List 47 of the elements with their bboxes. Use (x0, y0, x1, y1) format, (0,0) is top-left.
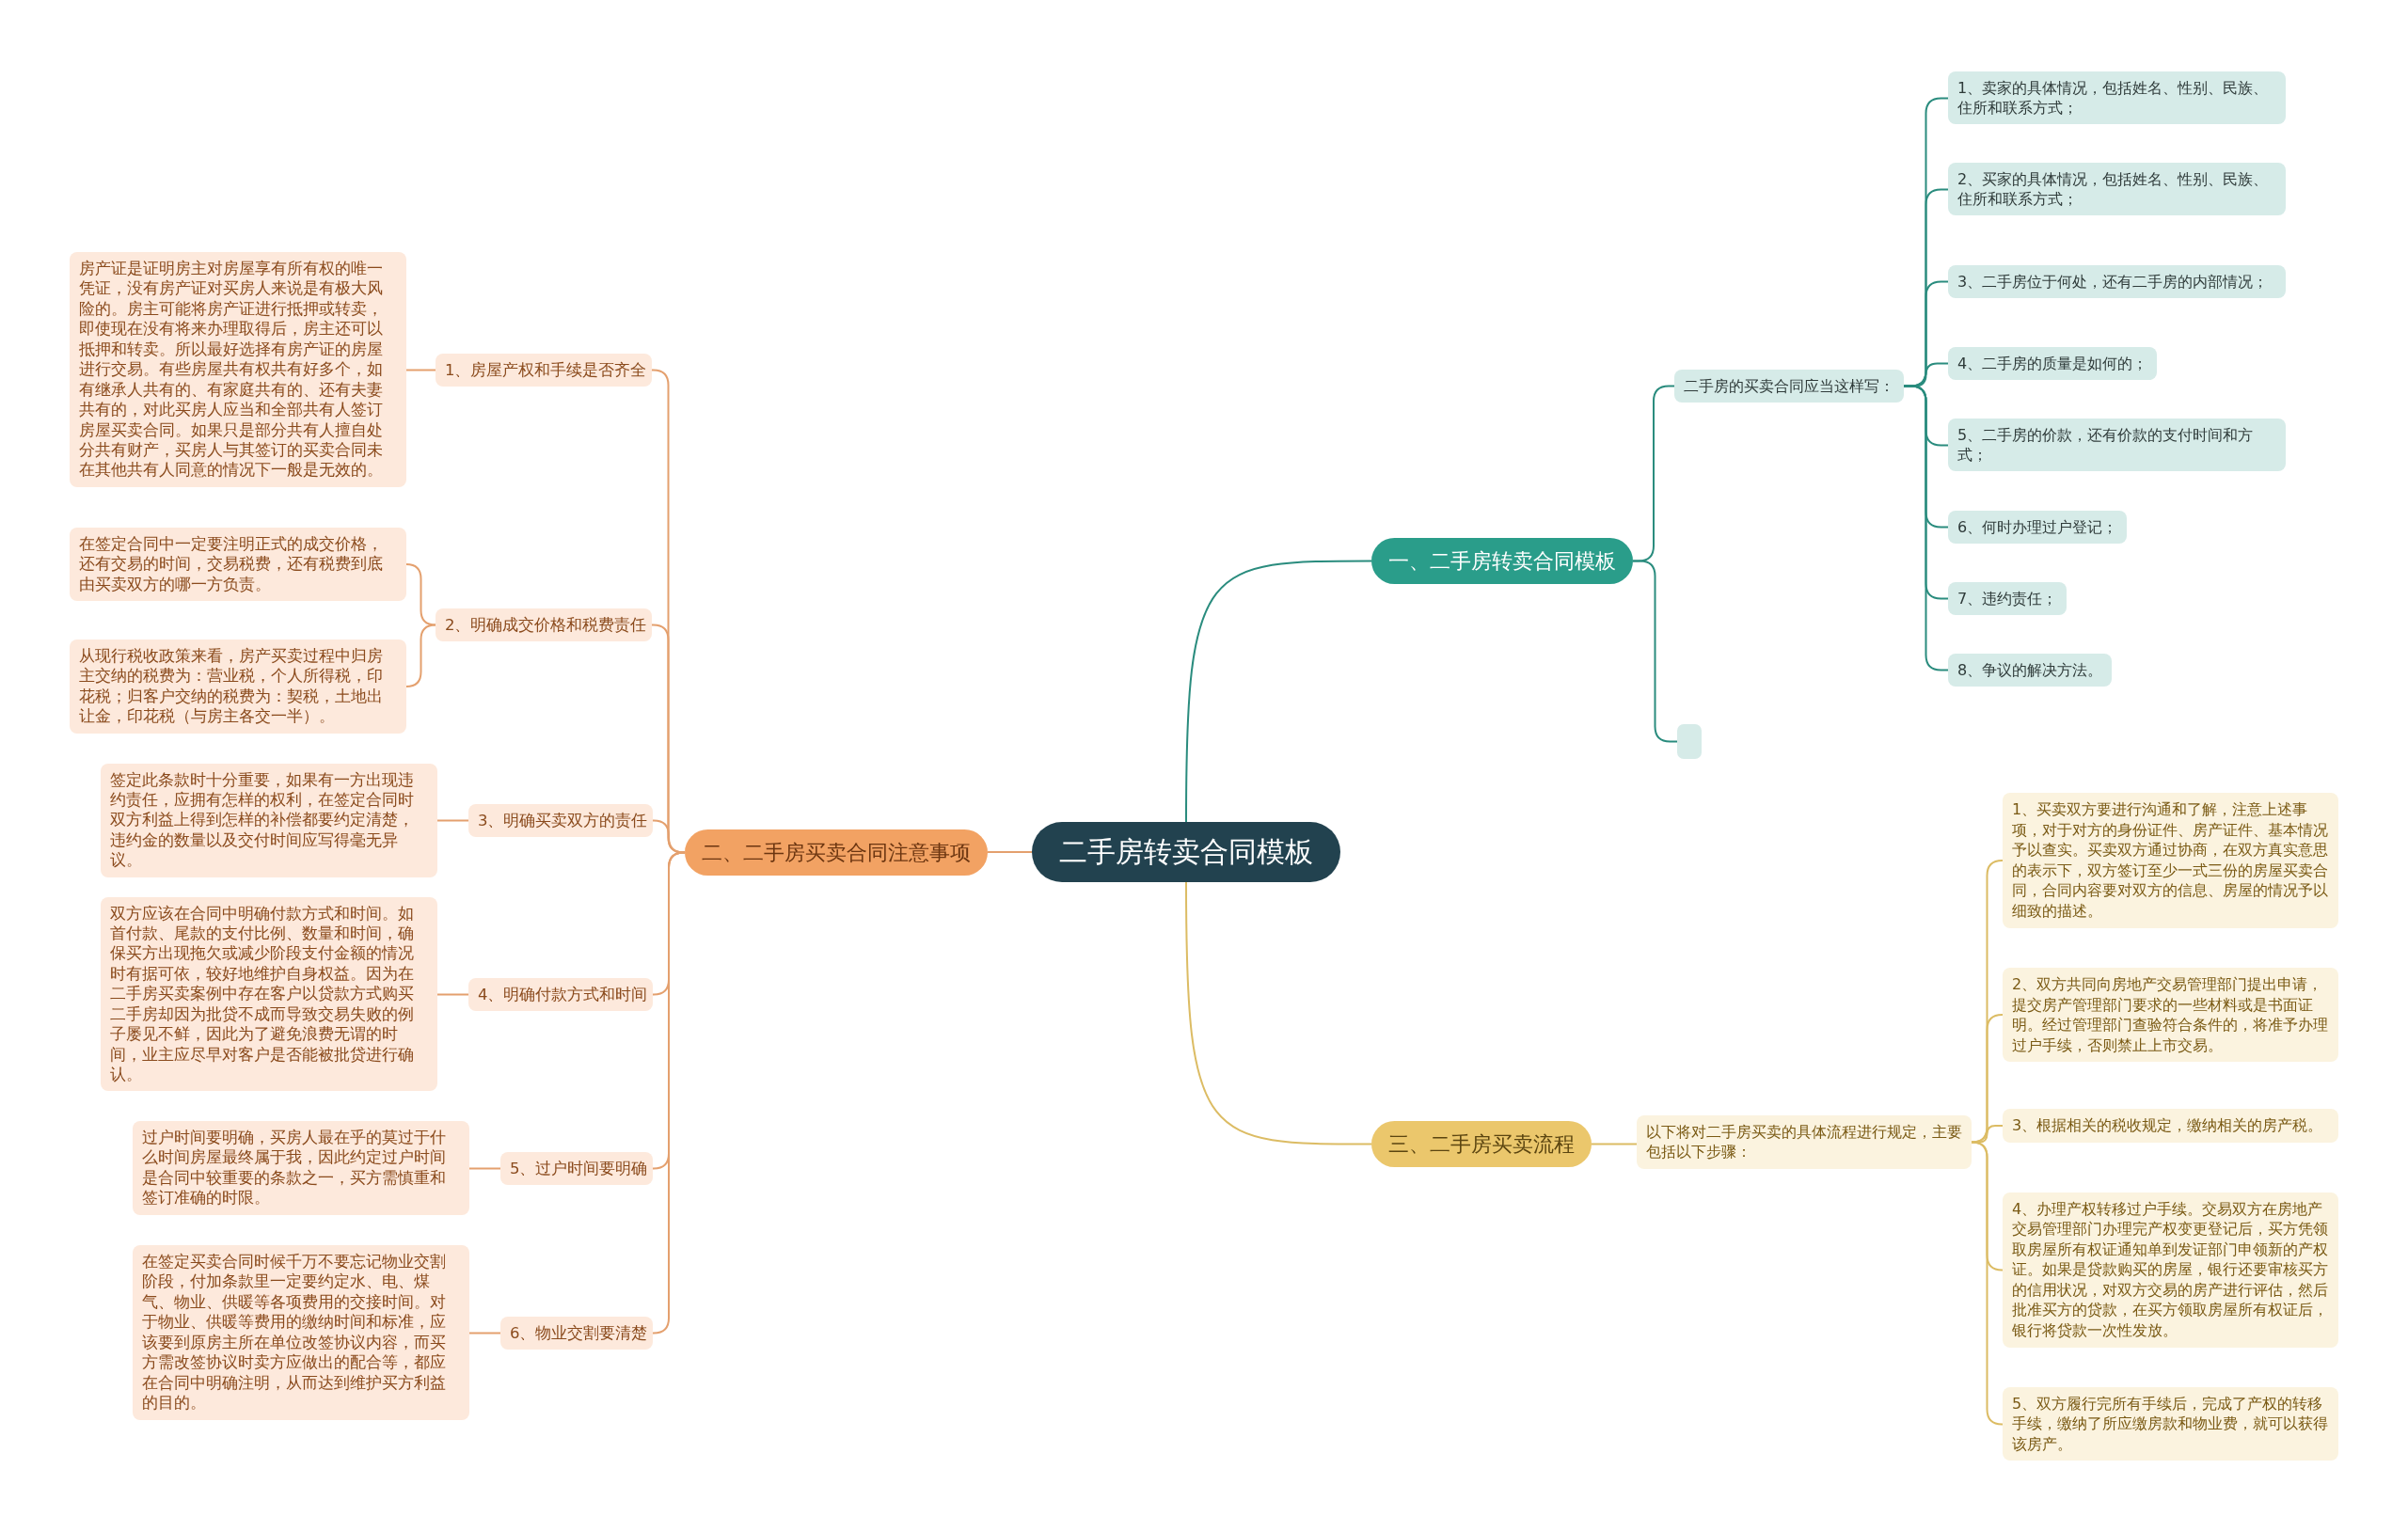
topic-box: 7、违约责任； (1948, 581, 2067, 615)
connector-line (436, 993, 469, 996)
connector-line (468, 1332, 501, 1335)
topic-box: 从现行税收政策来看，房产买卖过程中归房主交纳的税费为：营业税，个人所得税，印花税；归客户交纳的税费为：契税，土地出让金，印花税（与房主各交一半）。 (70, 640, 406, 734)
connector-line (468, 1167, 501, 1170)
topic-box: 过户时间要明确，买房人最在乎的莫过于什么时间房屋最终属于我，因此约定过户时间是合同中较重要的条款之一，买方需慎重和签订准确的时限。 (133, 1121, 469, 1215)
topic-box: 以下将对二手房买卖的具体流程进行规定，主要包括以下步骤： (1637, 1114, 1972, 1169)
topic-box: 1、买卖双方要进行沟通和了解，注意上述事项，对于对方的身份证件、房产证件、基本情况予以查实。买卖双方通过协商，在双方真实意思的表示下，双方签订至少一式三份的房屋买卖合同，合同内容要对双方的信息、房屋的情况予以细致的描述。 (2003, 793, 2338, 928)
connector-line (405, 624, 436, 687)
topic-box: 2、双方共同向房地产交易管理部门提出申请，提交房产管理部门要求的一些材料或是书面证明。经过管理部门查验符合条件的，将准予办理过户手续，否则禁止上市交易。 (2003, 968, 2338, 1063)
branch-topic: 三、二手房买卖流程 (1371, 1120, 1592, 1167)
topic-box: 双方应该在合同中明确付款方式和时间。如首付款、尾款的支付比例、数量和时间，确保买方出现拖欠或减少阶段支付金额的情况时有据可依，较好地维护自身权益。因为在二手房买卖案例中存在客户以贷款方式购买二手房却因为批贷不成而导致交易失败的例子屡见不鲜，因此为了避免浪费无谓的时间，业主应尽早对客户是否能被批贷进行确认。 (101, 896, 437, 1092)
connector-line (1185, 881, 1372, 1145)
connector-line (1903, 385, 1949, 671)
topic-box: 2、明确成交价格和税费责任 (436, 608, 652, 641)
topic-box: 8、争议的解决方法。 (1948, 653, 2113, 687)
topic-box: 3、明确买卖双方的责任 (468, 803, 653, 837)
connector-line (987, 851, 1033, 853)
topic-box: 2、买家的具体情况，包括姓名、性别、民族、住所和联系方式； (1948, 162, 2286, 216)
topic-box: 房产证是证明房主对房屋享有所有权的唯一凭证，没有房产证对买房人来说是有极大风险的。房主可能将房产证进行抵押或转卖，即使现在没有将来办理取得后，房主还可以抵押和转卖。所以最好选择有房产证的房屋进行交易。有些房屋共有权共有好多个，如有继承人共有的、有家庭共有的、还有夫妻共有的，对此买房人应当和全部共有人签订房屋买卖合同。如果只是部分共有人擅自处分共有财产，买房人与其签订的买卖合同未在其他共有人同意的情况下一般是无效的。 (70, 252, 406, 487)
topic-box: 签定此条款时十分重要，如果有一方出现违约责任，应拥有怎样的权利，在签定合同时双方利益上得到怎样的补偿都要约定清楚，违约金的数量以及交付时间应写得毫无异议。 (101, 763, 437, 877)
branch-topic: 一、二手房转卖合同模板 (1371, 537, 1633, 584)
topic-box: 3、二手房位于何处，还有二手房的内部情况； (1948, 264, 2286, 298)
topic-box: 在签定合同中一定要注明正式的成交价格，还有交易的时间，交易税费，还有税费到底由买卖双方的哪一方负责。 (70, 528, 406, 602)
connector-line (652, 819, 686, 854)
connector-line (1591, 1143, 1638, 1145)
topic-box: 1、房屋产权和手续是否齐全 (436, 353, 652, 387)
topic-box: 在签定买卖合同时候千万不要忘记物业交割阶段，付加条款里一定要约定水、电、煤气、物业、供暖等各项费用的交接时间。对于物业、供暖等费用的缴纳时间和标准，应该要到原房主所在单位改签协议内容，而买方需改签协议时卖方应做出的配合等，都应在合同中明确注明，从而达到维护买方利益的目的。 (133, 1245, 469, 1420)
topic-box: 5、过户时间要明确 (500, 1151, 653, 1185)
connector-line (405, 563, 436, 626)
topic-box: 5、二手房的价款，还有价款的支付时间和方式； (1948, 418, 2286, 472)
empty-topic-box (1677, 723, 1702, 759)
topic-box: 6、物业交割要清楚 (500, 1316, 653, 1350)
topic-box: 5、双方履行完所有手续后，完成了产权的转移手续，缴纳了所应缴房款和物业费，就可以获得该房产。 (2003, 1386, 2338, 1461)
topic-box: 4、办理产权转移过户手续。交易双方在房地产交易管理部门办理完产权变更登记后，买方凭领取房屋所有权证通知单到发证部门申领新的产权证。如果是贷款购买的房屋，银行还要审核买方的信用状况，对双方交易的房产进行评估，然后批准买方的贷款，在买方领取房屋所有权证后，银行将贷款一次性发放。 (2003, 1192, 2338, 1348)
connector-line (405, 369, 436, 371)
connector-line (436, 819, 469, 822)
central-topic: 二手房转卖合同模板 (1032, 822, 1340, 882)
connector-line (1971, 1014, 2004, 1144)
topic-box: 1、卖家的具体情况，包括姓名、性别、民族、住所和联系方式； (1948, 71, 2286, 125)
branch-topic: 二、二手房买卖合同注意事项 (685, 829, 988, 876)
topic-box: 4、二手房的质量是如何的； (1948, 346, 2158, 380)
topic-box: 二手房的买卖合同应当这样写： (1674, 369, 1904, 403)
connector-line (1185, 560, 1372, 823)
topic-box: 4、明确付款方式和时间 (468, 977, 653, 1011)
topic-box: 3、根据相关的税收规定，缴纳相关的房产税。 (2003, 1109, 2338, 1143)
topic-box: 6、何时办理过户登记； (1948, 510, 2128, 544)
